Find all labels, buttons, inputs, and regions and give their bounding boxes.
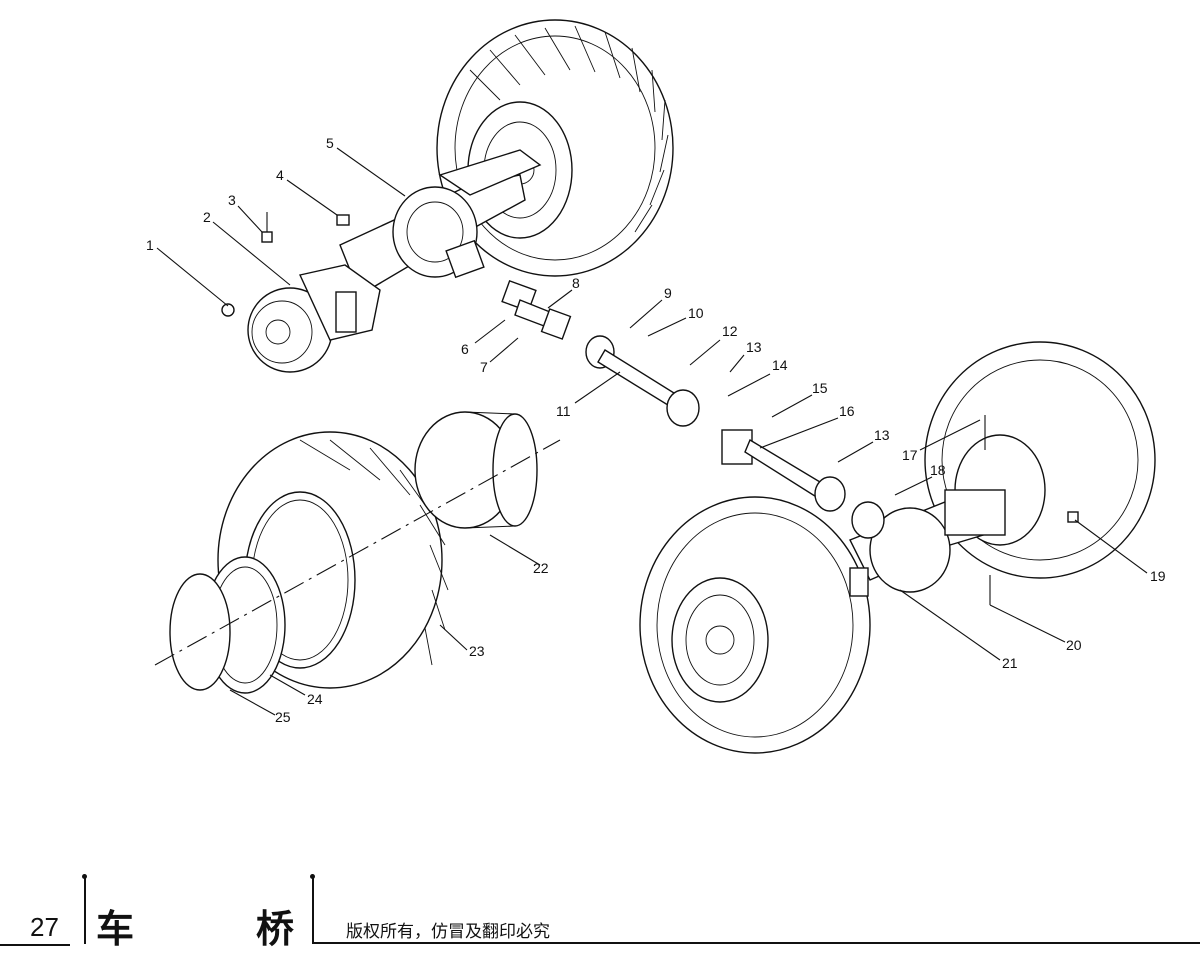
lower-fasteners xyxy=(984,415,1079,605)
copyright-notice: 版权所有，仿冒及翻印必究 xyxy=(346,922,550,942)
callout-22: 22 xyxy=(533,560,549,576)
callout-12: 12 xyxy=(722,323,738,339)
callout-17: 17 xyxy=(902,447,918,463)
upper-fasteners xyxy=(221,212,350,317)
footer-divider-2-dot xyxy=(310,874,315,879)
callout-8: 8 xyxy=(572,275,580,291)
callout-5: 5 xyxy=(326,135,334,151)
callout-2: 2 xyxy=(203,209,211,225)
callout-11: 11 xyxy=(556,403,571,419)
front-drive-shaft xyxy=(585,335,700,427)
page-title-part2: 桥 xyxy=(256,907,295,951)
upper-wheel-hub xyxy=(247,264,381,373)
lower-axle-housing xyxy=(849,489,1006,597)
callout-15: 15 xyxy=(812,380,828,396)
callout-14: 14 xyxy=(772,357,788,373)
callout-18: 18 xyxy=(930,462,946,478)
callout-25: 25 xyxy=(275,709,291,725)
page-number: 27 xyxy=(30,912,59,942)
callout-labels: 1 2 3 4 5 6 7 8 9 10 11 12 13 13 14 15 1… xyxy=(146,135,1166,725)
footer-rule-left xyxy=(0,944,70,946)
callout-21: 21 xyxy=(1002,655,1018,671)
footer-rule-right xyxy=(312,942,1200,944)
lower-front-tire xyxy=(639,496,871,754)
callout-24: 24 xyxy=(307,691,323,707)
callout-7: 7 xyxy=(480,359,488,375)
callout-4: 4 xyxy=(276,167,284,183)
callout-6: 6 xyxy=(461,341,469,357)
upper-flange-yoke xyxy=(501,279,572,340)
callout-16: 16 xyxy=(839,403,855,419)
callout-20: 20 xyxy=(1066,637,1082,653)
callout-23: 23 xyxy=(469,643,485,659)
rear-drive-shaft xyxy=(721,429,846,512)
callout-19: 19 xyxy=(1150,568,1166,584)
callout-1: 1 xyxy=(146,237,154,253)
lower-rim-22 xyxy=(414,411,538,529)
lock-rings xyxy=(169,556,286,694)
callout-9: 9 xyxy=(664,285,672,301)
callout-13a: 13 xyxy=(746,339,762,355)
upper-axle-housing xyxy=(339,149,542,297)
callout-13b: 13 xyxy=(874,427,890,443)
callout-3: 3 xyxy=(228,192,236,208)
page-title-part1: 车 xyxy=(96,907,135,951)
footer-divider-2 xyxy=(312,878,314,944)
leader-lines xyxy=(156,147,1148,716)
callout-10: 10 xyxy=(688,305,704,321)
footer-divider-1-dot xyxy=(82,874,87,879)
footer-divider-1 xyxy=(84,878,86,944)
